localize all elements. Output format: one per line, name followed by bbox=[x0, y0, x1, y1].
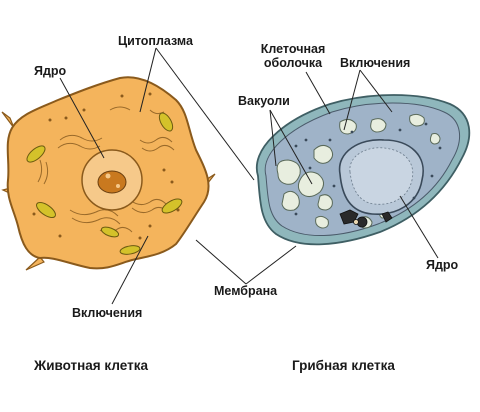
label-cell-wall: Клеточная оболочка bbox=[248, 42, 338, 70]
caption-fungal-cell: Грибная клетка bbox=[292, 358, 395, 373]
caption-animal-cell: Животная клетка bbox=[34, 358, 148, 373]
label-cell-wall-line1: Клеточная bbox=[260, 42, 326, 56]
animal-cell bbox=[1, 76, 216, 271]
label-fungal-inclusions: Включения bbox=[340, 56, 411, 70]
animal-nucleolus bbox=[97, 170, 127, 194]
label-fungal-nucleus: Ядро bbox=[426, 258, 459, 272]
label-cell-wall-line2: оболочка bbox=[263, 56, 323, 70]
label-animal-nucleus: Ядро bbox=[34, 64, 67, 78]
label-membrane: Мембрана bbox=[214, 284, 278, 298]
label-cytoplasm: Цитоплазма bbox=[118, 34, 193, 48]
fungal-cell bbox=[255, 94, 471, 246]
label-animal-inclusions: Включения bbox=[72, 306, 143, 320]
leader-lines bbox=[59, 47, 439, 305]
label-vacuoles: Вакуоли bbox=[238, 94, 290, 108]
